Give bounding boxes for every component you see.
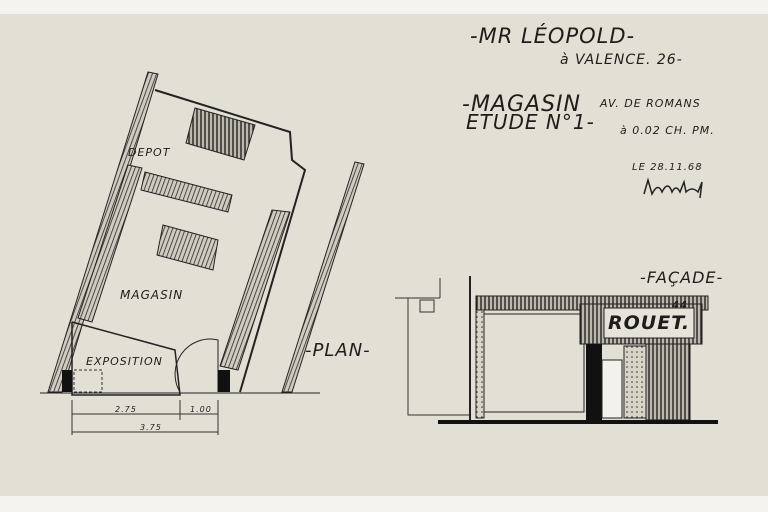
right-detached-wall [281, 161, 365, 393]
stair [185, 107, 256, 161]
left-wall [47, 71, 159, 393]
inner-wall-right [219, 209, 291, 371]
plan-title: -PLAN- [305, 340, 371, 361]
dimension-3-75: 3.75 [140, 423, 162, 432]
room-label-magasin: MAGASIN [120, 288, 184, 302]
dimension-lines [71, 400, 219, 435]
shelf-2 [156, 224, 219, 271]
dimension-2-75: 2.75 [115, 405, 137, 414]
room-label-depot: DEPOT [128, 146, 171, 159]
shop-sign-number: 44 [672, 300, 688, 311]
study-number: ETUDE N°1- [466, 110, 595, 134]
room-label-exposition: EXPOSITION [86, 355, 163, 368]
street: AV. DE ROMANS [600, 97, 701, 110]
floor-plan [40, 71, 365, 435]
shop-outline [154, 89, 307, 393]
scale: à 0.02 CH. PM. [620, 124, 715, 137]
shop-sign-text: ROUET. [608, 312, 691, 334]
project-title: -MAGASIN [462, 92, 581, 117]
door-arc [174, 338, 219, 393]
date: LE 28.11.68 [632, 162, 703, 173]
city: à VALENCE. 26- [560, 52, 683, 68]
dimension-1-00: 1.00 [190, 405, 212, 414]
client-name: -MR LÉOPOLD- [470, 24, 636, 48]
signature [643, 177, 703, 199]
facade-elevation [395, 276, 718, 424]
facade-title: -FAÇADE- [640, 268, 724, 287]
inner-wall-left [77, 164, 143, 323]
shelf-1 [140, 171, 233, 213]
